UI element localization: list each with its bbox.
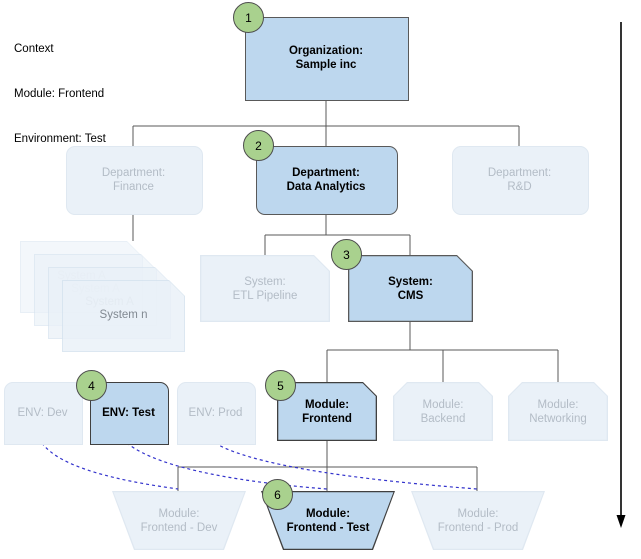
node-department-finance[interactable]: Department: Finance: [66, 146, 203, 215]
system-etl-shape: [200, 255, 330, 322]
badge-6: 6: [262, 479, 293, 510]
node-system-cms[interactable]: System: CMS: [348, 255, 473, 322]
department-finance-shape: [66, 146, 203, 215]
module-networking-label: Module: Networking: [529, 398, 587, 425]
system-cms-shape: [348, 255, 473, 322]
node-module-frontend-prod[interactable]: Module: Frontend - Prod: [411, 491, 545, 550]
module-networking-shape: [508, 382, 608, 441]
node-module-frontend-test[interactable]: Module: Frontend - Test: [261, 491, 395, 550]
module-frontend-test-label: Module: Frontend - Test: [286, 507, 370, 534]
badge-1: 1: [233, 2, 264, 33]
link-env-test: [126, 442, 328, 490]
system-cms-label: System: CMS: [388, 275, 433, 302]
department-rnd-shape: [452, 146, 589, 215]
context-legend-environment: Environment: Test: [14, 133, 106, 145]
env-dev-shape: [4, 382, 83, 445]
link-env-dev: [41, 442, 179, 490]
organization-shape: [245, 17, 409, 101]
env-dev-label: ENV: Dev: [17, 406, 68, 419]
drill-down-arrow: [616, 22, 626, 528]
organization-label: Organization: Sample inc: [288, 45, 364, 71]
module-frontend-test-shape: [261, 491, 395, 550]
department-data-analytics-shape: [256, 146, 398, 215]
module-frontend-label: Module: Frontend: [302, 398, 352, 425]
env-prod-shape: [177, 382, 256, 445]
module-frontend-prod-label: Module: Frontend - Prod: [437, 507, 519, 534]
module-frontend-prod-shape: [411, 491, 545, 550]
department-rnd-label: Department: R&D: [487, 166, 552, 193]
module-backend-shape: [393, 382, 493, 441]
badge-5: 5: [265, 370, 296, 401]
context-legend-title: Context: [14, 43, 54, 55]
node-env-prod[interactable]: ENV: Prod: [177, 382, 256, 445]
module-frontend-dev-shape: [112, 491, 246, 550]
node-department-rnd[interactable]: Department: R&D: [452, 146, 589, 215]
context-legend-module: Module: Frontend: [14, 88, 105, 100]
env-test-label: ENV: Test: [102, 406, 155, 419]
context-legend: Context Module: Frontend Environment: Te…: [14, 12, 106, 177]
system-stack-label-4: System n: [99, 309, 148, 321]
system-stack-item-4: System n: [62, 280, 185, 352]
link-env-prod: [214, 442, 478, 490]
node-env-dev[interactable]: ENV: Dev: [4, 382, 83, 445]
node-department-data-analytics[interactable]: Department: Data Analytics: [256, 146, 398, 215]
node-system-etl-pipeline[interactable]: System: ETL Pipeline: [200, 255, 330, 322]
env-prod-label: ENV: Prod: [188, 406, 243, 419]
node-system-stack[interactable]: System A System A System A System n: [20, 241, 185, 353]
node-module-networking[interactable]: Module: Networking: [508, 382, 608, 441]
badge-2: 2: [243, 130, 274, 161]
node-module-frontend-dev[interactable]: Module: Frontend - Dev: [112, 491, 246, 550]
department-finance-label: Department: Finance: [101, 166, 166, 193]
system-etl-label: System: ETL Pipeline: [232, 275, 298, 302]
node-organization[interactable]: Organization: Sample inc: [245, 17, 409, 101]
module-frontend-dev-label: Module: Frontend - Dev: [140, 507, 218, 534]
department-data-analytics-label: Department: Data Analytics: [286, 166, 366, 193]
module-backend-label: Module: Backend: [420, 398, 466, 425]
badge-4: 4: [76, 370, 107, 401]
node-module-backend[interactable]: Module: Backend: [393, 382, 493, 441]
badge-3: 3: [331, 239, 362, 270]
